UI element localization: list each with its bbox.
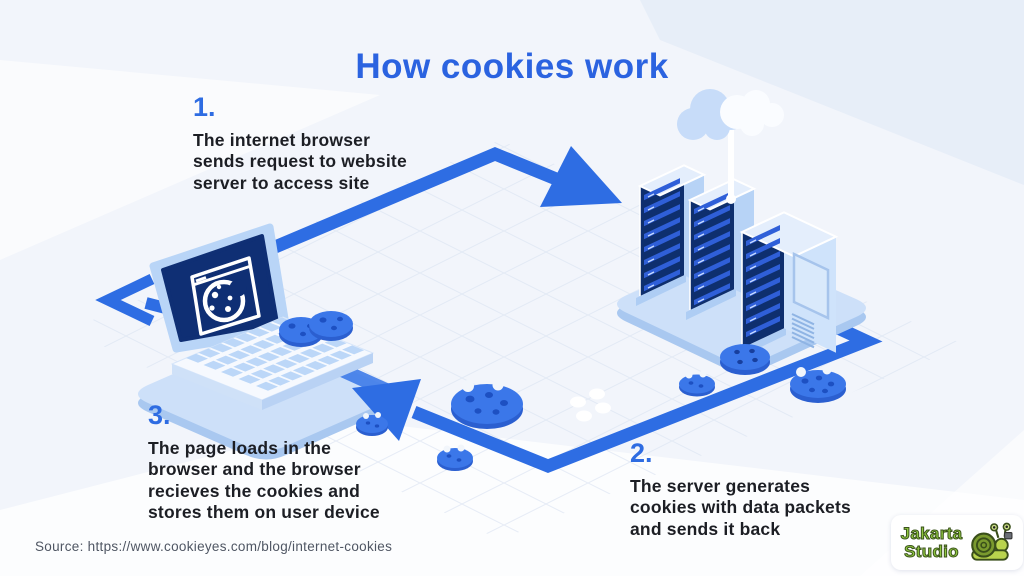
arrow-browser-to-server — [265, 146, 622, 256]
laptop-icon — [149, 223, 375, 410]
browser-window-cookie-icon — [190, 256, 261, 336]
step-2: 2. The server generates cookies with dat… — [630, 438, 851, 540]
source-text: Source: https://www.cookieyes.com/blog/i… — [35, 539, 393, 554]
step-1-number: 1. — [193, 92, 216, 122]
step-2-number: 2. — [630, 438, 653, 468]
cookie-icon — [356, 344, 846, 471]
step-3-number: 3. — [148, 400, 171, 430]
data-packets-icon — [570, 388, 611, 422]
cookie-icon — [279, 311, 353, 347]
cloud-icon — [677, 89, 784, 204]
server-vents — [791, 313, 815, 349]
brand-name: Jakarta Studio — [900, 524, 963, 561]
brand-name-line2: Studio — [904, 541, 959, 561]
step-1-text: The internet browser sends request to we… — [193, 130, 407, 193]
brand-name-line1: Jakarta — [900, 524, 963, 544]
brand-badge: Jakarta Studio — [891, 515, 1023, 570]
step-1: 1. The internet browser sends request to… — [193, 92, 407, 194]
page-title: How cookies work — [355, 47, 669, 87]
server-rack-rows — [644, 178, 780, 338]
step-3-text: The page loads in the browser and the br… — [148, 438, 380, 523]
snail-mascot-icon — [971, 522, 1013, 561]
step-3: 3. The page loads in the browser and the… — [148, 400, 380, 523]
server-icon — [636, 164, 839, 358]
step-2-text: The server generates cookies with data p… — [630, 476, 851, 539]
